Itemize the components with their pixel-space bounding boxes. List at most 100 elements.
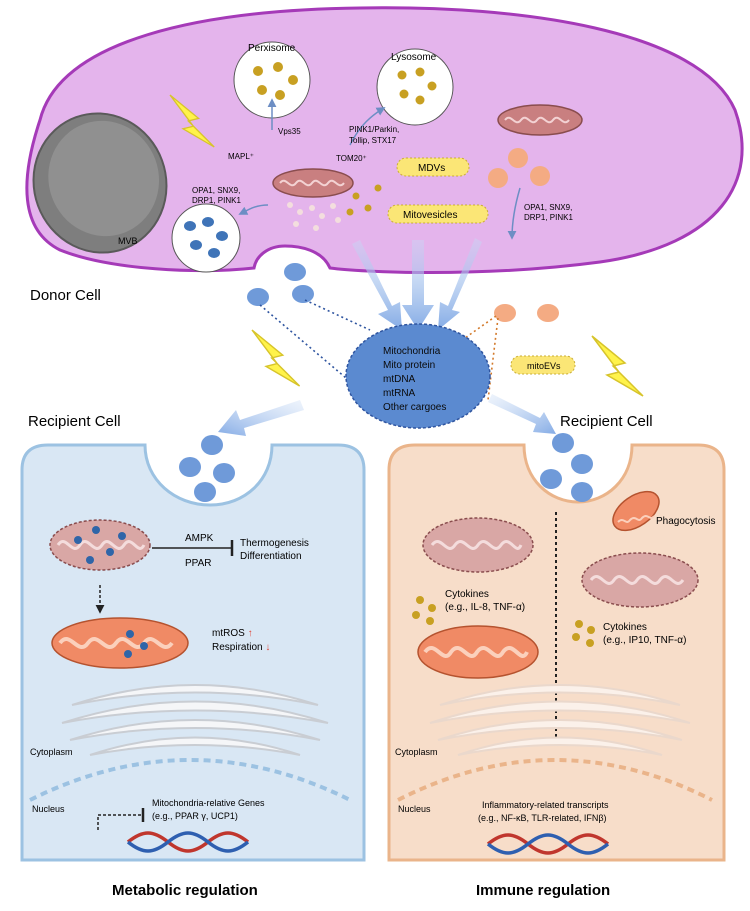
- phagocytosis-mito: [612, 490, 660, 532]
- stress-lightning-icon: [591, 335, 644, 397]
- released-vesicle-orange: [537, 304, 559, 322]
- dotted-connector: [259, 304, 347, 379]
- cytokine-dot: [416, 596, 424, 604]
- right-mito-pink-1: [422, 517, 534, 573]
- nucleus-label-right: Nucleus: [398, 804, 431, 814]
- dotted-connector: [487, 317, 499, 401]
- uptake-vesicle: [540, 469, 562, 489]
- phagocytosis-label: Phagocytosis: [656, 516, 715, 527]
- transcripts-line-2: (e.g., NF-κB, TLR-related, IFNβ): [478, 813, 607, 823]
- recipient-mito-pink: [49, 519, 151, 571]
- uptake-vesicle: [571, 454, 593, 474]
- cytokines1-line-1: Cytokines: [445, 589, 489, 600]
- nucleus-label-left: Nucleus: [32, 804, 65, 814]
- er-stack-left: [61, 684, 329, 756]
- released-vesicle: [284, 263, 306, 281]
- cytokine-dot: [575, 620, 583, 628]
- cytokines2-line-1: Cytokines: [603, 622, 647, 633]
- mdvs-label: MDVs: [418, 163, 445, 174]
- uptake-vesicle: [571, 482, 593, 502]
- er-stack-right: [429, 684, 691, 756]
- cytokines2-line-2: (e.g., IP10, TNF-α): [603, 635, 686, 646]
- right-recipient-title: Recipient Cell: [560, 413, 653, 430]
- cytokine-dot: [572, 633, 580, 641]
- gene-inhibition-line: [97, 814, 142, 830]
- right-proteins-line1: OPA1, SNX9,: [524, 203, 572, 212]
- cytokine-dot: [428, 604, 436, 612]
- released-vesicle: [247, 288, 269, 306]
- cytokines1-line-2: (e.g., IL-8, TNF-α): [445, 602, 525, 613]
- lysosome-label: Lysosome: [391, 52, 437, 63]
- stress-lightning-icon: [251, 329, 301, 387]
- mitovesicles-box: [387, 204, 489, 224]
- respiration-label: Respiration ↓: [212, 642, 270, 653]
- donor-cell-title: Donor Cell: [30, 287, 101, 304]
- tollip-label: Tollip, STX17: [349, 136, 397, 145]
- transcripts-line-1: Inflammatory-related transcripts: [482, 800, 609, 810]
- cargo-line-3: mtDNA: [383, 374, 416, 385]
- left-recipient-title: Recipient Cell: [28, 413, 121, 430]
- uptake-vesicle: [552, 433, 574, 453]
- metabolic-caption: Metabolic regulation: [112, 882, 258, 899]
- cytoplasm-label-left: Cytoplasm: [30, 747, 73, 757]
- mvb: [171, 203, 241, 273]
- genes-line-2: (e.g., PPAR γ, UCP1): [152, 811, 238, 821]
- released-vesicle: [292, 285, 314, 303]
- mitoevs-label: mitoEVs: [527, 361, 561, 371]
- released-vesicle-orange: [494, 304, 516, 322]
- arrow-to-right-recipient: [488, 394, 556, 434]
- donor-vesicle-orange: [530, 166, 550, 186]
- mitoevs-box: [510, 355, 576, 375]
- cargo-line-5: Other cargoes: [383, 402, 446, 413]
- mitovesicles-label: Mitovesicles: [403, 210, 457, 221]
- lysosome: [376, 48, 454, 126]
- left-proteins-line1: OPA1, SNX9,: [192, 186, 240, 195]
- arrow-to-lysosome: [349, 107, 386, 146]
- ampk-label: AMPK: [185, 533, 214, 544]
- cytokine-dot: [426, 617, 434, 625]
- pink1-parkin-label: PINK1/Parkin,: [349, 125, 399, 134]
- donor-vesicle-orange: [508, 148, 528, 168]
- cargo-line-1: Mitochondria: [383, 346, 441, 357]
- big-arrow-left: [352, 240, 402, 330]
- big-arrow-right: [438, 238, 482, 330]
- dotted-connector: [464, 315, 497, 339]
- uptake-vesicle: [179, 457, 201, 477]
- cytokine-dot: [587, 626, 595, 634]
- cytoplasm-label-right: Cytoplasm: [395, 747, 438, 757]
- immune-caption: Immune regulation: [476, 882, 610, 899]
- tom20-label: TOM20⁺: [336, 154, 367, 163]
- uptake-vesicle: [213, 463, 235, 483]
- peroxisome-label: Perxisome: [248, 43, 296, 54]
- ppar-label: PPAR: [185, 558, 212, 569]
- cargo-line-2: Mito protein: [383, 360, 435, 371]
- arrow-to-left-recipient: [218, 400, 304, 436]
- vps35-label: Vps35: [278, 127, 301, 136]
- big-arrow-center: [402, 240, 434, 330]
- donor-vesicle-orange: [488, 168, 508, 188]
- cargo-ellipse: [345, 323, 491, 429]
- arrow-opa1-right: [507, 187, 521, 240]
- uptake-vesicle: [201, 435, 223, 455]
- left-proteins-line2: DRP1, PINK1: [192, 196, 241, 205]
- right-mito-red: [417, 625, 539, 679]
- mtros-label: mtROS ↑: [212, 628, 253, 639]
- right-proteins-line2: DRP1, PINK1: [524, 213, 573, 222]
- cytokine-dot: [586, 639, 594, 647]
- mvb-label: MVB: [118, 236, 138, 246]
- thermogenesis-label: Thermogenesis: [240, 538, 309, 549]
- nuclear-envelope-right: [397, 758, 713, 802]
- donor-mitochondrion-2: [497, 104, 583, 136]
- recipient-mito-red: [51, 617, 189, 669]
- dotted-connector: [304, 299, 371, 331]
- mapl-label: MAPL⁺: [228, 152, 254, 161]
- nucleus-inner: [48, 120, 160, 237]
- donor-mitochondrion: [272, 168, 382, 231]
- arrow-to-mvb: [238, 204, 269, 215]
- cytokine-dot: [412, 611, 420, 619]
- cargo-line-4: mtRNA: [383, 388, 416, 399]
- differentiation-label: Differentiation: [240, 551, 302, 562]
- right-mito-pink-2: [581, 552, 699, 608]
- genes-line-1: Mitochondria-relative Genes: [152, 798, 265, 808]
